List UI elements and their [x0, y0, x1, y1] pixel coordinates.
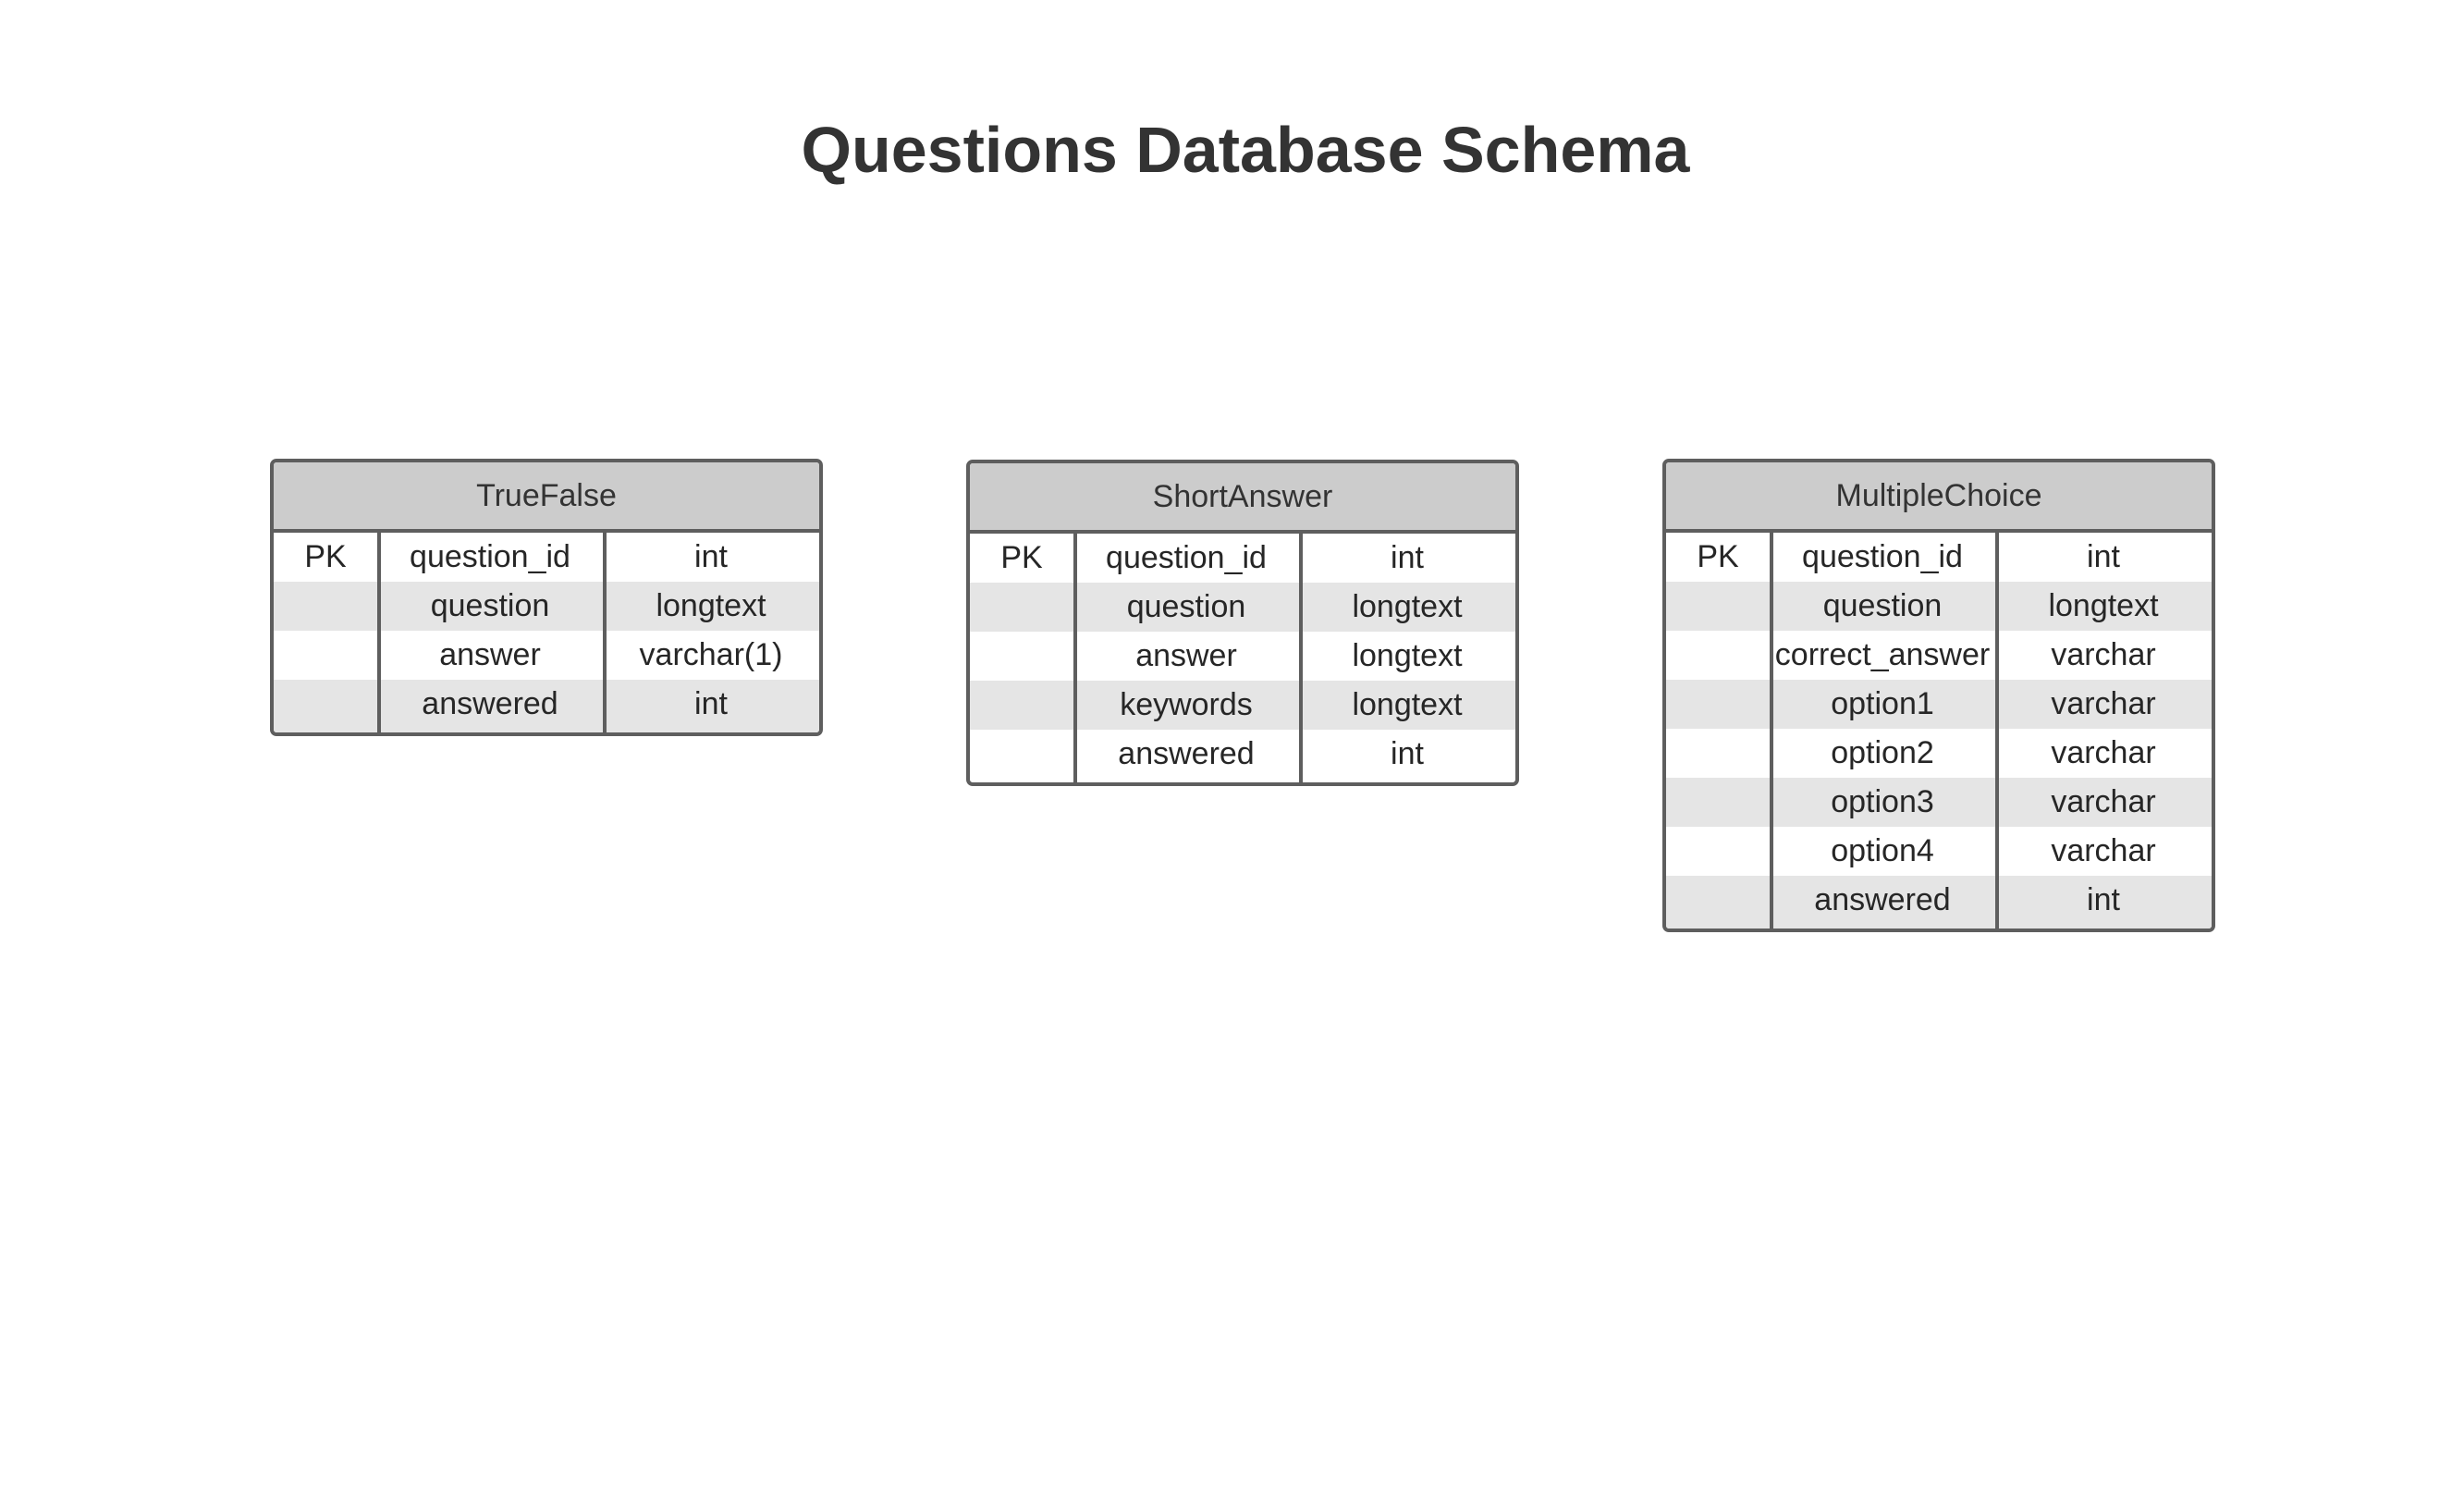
field-key	[970, 681, 1073, 730]
field-row: question longtext	[274, 582, 819, 631]
column-divider	[1073, 534, 1077, 782]
field-name: answered	[422, 686, 558, 721]
field-name: question	[1126, 589, 1246, 624]
entity-header: MultipleChoice	[1666, 462, 2212, 533]
field-name: answered	[1118, 736, 1255, 771]
field-type: varchar	[2051, 686, 2156, 721]
entity-header: TrueFalse	[274, 462, 819, 533]
field-type: varchar	[2051, 735, 2156, 770]
field-type: int	[2087, 539, 2120, 574]
field-row: option4 varchar	[1666, 827, 2212, 876]
field-key	[970, 730, 1073, 779]
field-name: question_id	[410, 539, 570, 574]
field-name: keywords	[1120, 687, 1253, 722]
field-row: option2 varchar	[1666, 729, 2212, 778]
field-key	[1666, 729, 1770, 778]
field-type: longtext	[656, 588, 766, 623]
field-type: varchar	[2051, 833, 2156, 868]
field-key	[970, 583, 1073, 632]
field-type: longtext	[1352, 638, 1463, 673]
entity-fields: PK question_id int question longtext ans…	[970, 534, 1515, 782]
field-type: varchar	[2051, 637, 2156, 672]
field-name: option1	[1831, 686, 1934, 721]
field-type: varchar(1)	[639, 637, 783, 672]
field-row: answer varchar(1)	[274, 631, 819, 680]
field-key	[274, 680, 377, 729]
entity-fields: PK question_id int question longtext cor…	[1666, 533, 2212, 928]
field-row: PK question_id int	[274, 533, 819, 582]
field-row: answered int	[274, 680, 819, 729]
field-row: keywords longtext	[970, 681, 1515, 730]
field-type: longtext	[1352, 589, 1463, 624]
field-row: question longtext	[970, 583, 1515, 632]
field-type: int	[1391, 540, 1424, 575]
field-name: answered	[1814, 882, 1951, 917]
column-divider	[1299, 534, 1303, 782]
field-key: PK	[1697, 539, 1739, 574]
column-divider	[1995, 533, 1999, 928]
field-key	[1666, 631, 1770, 680]
field-key: PK	[1000, 540, 1043, 575]
field-name: option3	[1831, 784, 1934, 819]
field-type: varchar	[2051, 784, 2156, 819]
column-divider	[1770, 533, 1773, 928]
field-type: int	[694, 686, 728, 721]
entity-multiplechoice[interactable]: MultipleChoice PK question_id int questi…	[1662, 459, 2215, 932]
field-row: answered int	[970, 730, 1515, 779]
entity-fields: PK question_id int question longtext ans…	[274, 533, 819, 732]
field-name: question_id	[1802, 539, 1963, 574]
field-row: option1 varchar	[1666, 680, 2212, 729]
field-key	[970, 632, 1073, 681]
field-row: option3 varchar	[1666, 778, 2212, 827]
field-type: longtext	[2048, 588, 2159, 623]
field-key	[274, 582, 377, 631]
entity-header: ShortAnswer	[970, 463, 1515, 534]
field-name: question	[430, 588, 550, 623]
field-type: int	[2087, 882, 2120, 917]
field-type: int	[694, 539, 728, 574]
field-key	[1666, 680, 1770, 729]
field-name: option4	[1831, 833, 1934, 868]
page-title: Questions Database Schema	[801, 114, 1690, 186]
field-key	[1666, 876, 1770, 925]
field-name: question	[1822, 588, 1943, 623]
field-row: question longtext	[1666, 582, 2212, 631]
entity-truefalse[interactable]: TrueFalse PK question_id int question lo…	[270, 459, 823, 736]
field-row: answered int	[1666, 876, 2212, 925]
field-name: option2	[1831, 735, 1934, 770]
field-key	[1666, 582, 1770, 631]
field-type: longtext	[1352, 687, 1463, 722]
field-row: PK question_id int	[970, 534, 1515, 583]
field-type: int	[1391, 736, 1424, 771]
field-key	[1666, 778, 1770, 827]
column-divider	[377, 533, 381, 732]
entity-shortanswer[interactable]: ShortAnswer PK question_id int question …	[966, 460, 1519, 786]
field-row: correct_answer varchar	[1666, 631, 2212, 680]
field-name: answer	[439, 637, 541, 672]
field-key	[274, 631, 377, 680]
field-name: correct_answer	[1774, 637, 1991, 672]
field-name: question_id	[1106, 540, 1267, 575]
field-key	[1666, 827, 1770, 876]
field-row: answer longtext	[970, 632, 1515, 681]
field-name: answer	[1135, 638, 1237, 673]
field-row: PK question_id int	[1666, 533, 2212, 582]
field-key: PK	[304, 539, 347, 574]
column-divider	[603, 533, 607, 732]
